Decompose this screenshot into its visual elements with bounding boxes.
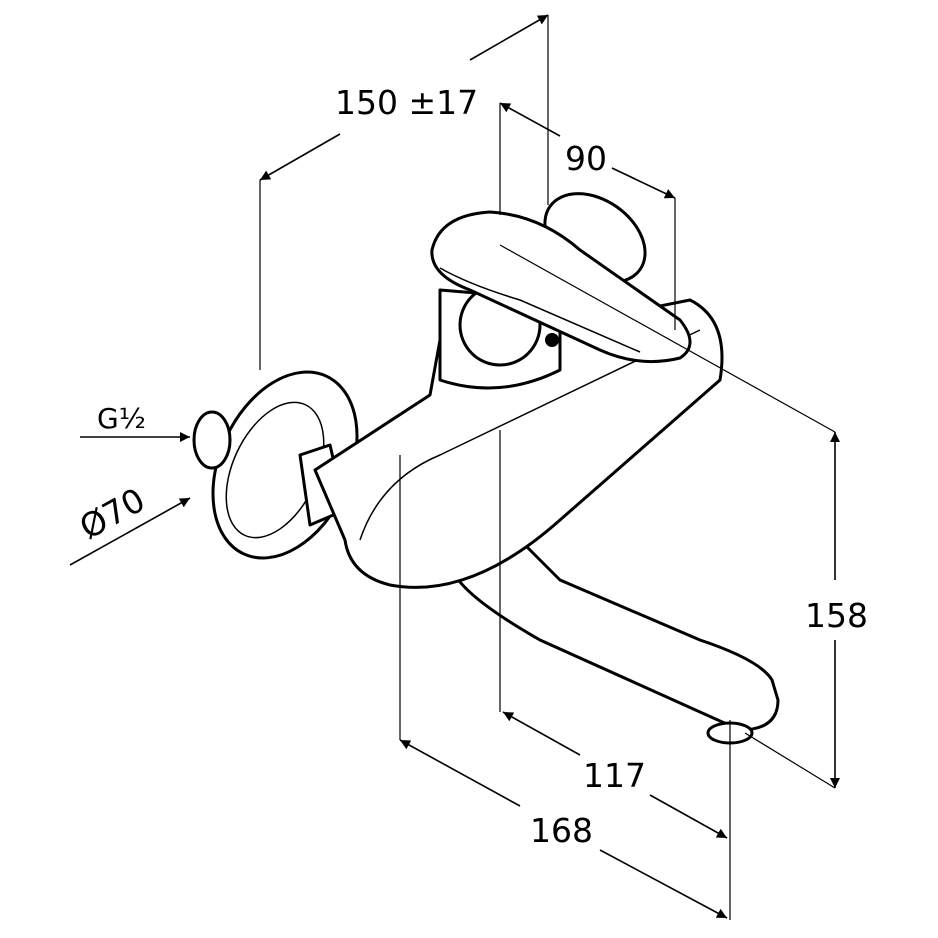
dimension-handle-depth: 90 [499,102,676,330]
dimension-width: 150 ±17 [259,14,549,370]
dimension-label-handle-depth: 90 [565,139,607,178]
body-edge [359,329,701,541]
lever-handle [430,210,692,364]
dimension-label-width: 150 ±17 [335,83,478,122]
handle-edge [439,267,641,353]
dimension-rosette-diameter: Ø70 [69,480,191,566]
dimension-label-reach-total: 168 [530,811,593,850]
dimension-label-reach-inner: 117 [583,756,646,795]
dimension-label-height: 158 [805,596,868,635]
faucet-illustration [192,192,780,745]
connector-nut [192,410,232,470]
dimension-connection: G½ [80,402,190,442]
dimension-reach-total: 168 [399,455,728,919]
dimension-label-connection: G½ [97,402,146,435]
spout [453,538,780,732]
dimension-reach-inner: 117 [499,430,731,920]
dimension-height: 158 [499,244,868,789]
dimension-label-rosette-diameter: Ø70 [73,480,151,547]
indicator-dot [545,333,559,347]
